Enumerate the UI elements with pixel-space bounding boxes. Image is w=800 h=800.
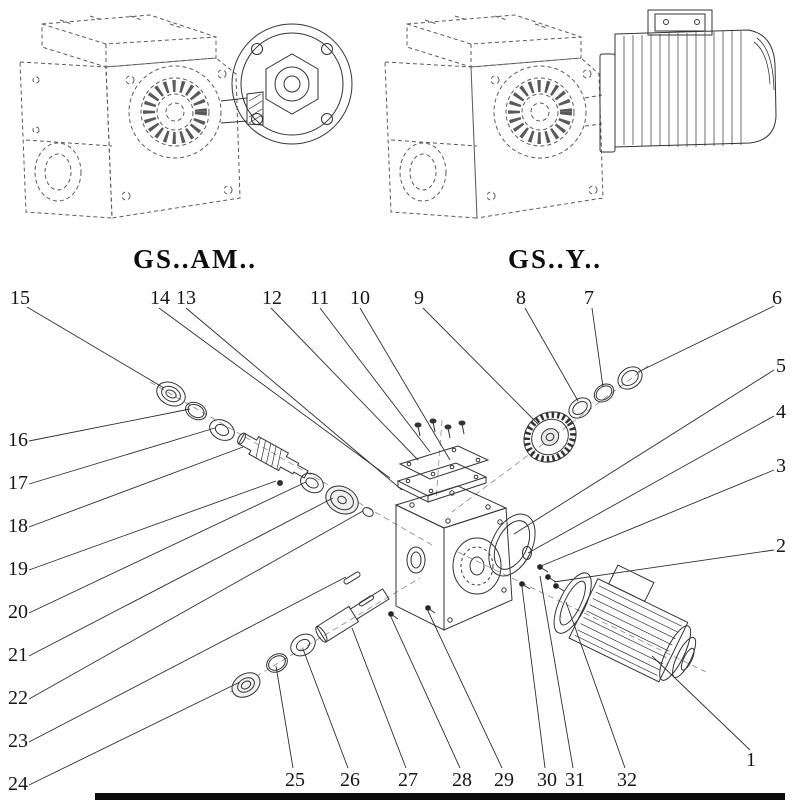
leader-line-22 [28,510,364,700]
part-number-1: 1 [746,749,756,771]
part-number-7: 7 [584,287,594,309]
assembly-axes [149,365,707,693]
worm-wheel-21 [325,485,359,515]
leader-line-5 [513,369,775,535]
leader-line-26 [302,648,349,769]
part-number-25: 25 [285,769,305,791]
leader-line-15 [26,306,165,389]
oil-seal-24 [231,672,261,698]
worm-shaft-18 [237,432,309,479]
bearing-17 [209,419,235,441]
part-number-5: 5 [776,355,786,377]
exploded-motor-1 [553,564,697,683]
bearing-20 [300,472,324,494]
leader-line-10 [359,307,451,461]
leader-line-18 [28,446,244,528]
part-number-27: 27 [398,769,418,791]
leader-line-25 [275,665,294,769]
right-gearbox-phantom [384,14,604,219]
spacer-ring-22 [362,507,374,517]
leader-line-7 [591,307,604,388]
part-number-3: 3 [776,455,786,477]
part-number-24: 24 [8,773,28,795]
adapter-ring-5 [488,513,536,577]
part-number-22: 22 [8,687,28,709]
leader-line-3 [540,469,775,567]
part-number-13: 13 [176,287,196,309]
oil-seal-15 [156,381,186,407]
ring-8 [568,397,592,419]
leader-line-14 [158,307,391,479]
part-number-4: 4 [776,401,786,423]
cover-plate [396,462,488,503]
part-number-11: 11 [310,287,330,309]
leader-line-23 [28,576,347,743]
part-number-6: 6 [772,287,782,309]
leader-line-2 [553,549,775,583]
part-number-32: 32 [617,769,637,791]
part-number-20: 20 [8,601,28,623]
leader-line-11 [319,307,431,453]
shaft-screws-28-29 [388,605,436,620]
bearing-26 [290,633,316,657]
page-bottom-bar [95,793,785,800]
snap-ring-16 [185,401,207,421]
key-23 [343,571,361,585]
part-number-10: 10 [350,287,370,309]
leader-line-19 [28,480,277,571]
leader-line-13 [185,307,403,491]
snap-ring-7 [593,383,615,403]
leader-line-21 [28,497,334,657]
leader-line-30 [521,586,546,769]
part-number-9: 9 [414,287,424,309]
part-number-23: 23 [8,730,28,752]
model-label-left: GS..AM.. [133,244,257,274]
model-label-right: GS..Y.. [507,244,603,274]
leader-lines [26,305,775,786]
leader-line-29 [427,610,503,769]
cover-bolts [414,418,466,439]
small-fasteners-2-3-4 [519,546,565,592]
part-number-18: 18 [8,515,28,537]
leader-line-20 [28,481,307,614]
part-number-30: 30 [537,769,557,791]
leader-line-24 [28,681,241,786]
snap-ring-25 [266,653,288,673]
leader-line-17 [28,427,216,485]
part-number-12: 12 [262,287,282,309]
leader-line-1 [651,655,751,751]
leader-line-6 [637,305,775,373]
part-number-31: 31 [565,769,585,791]
leader-line-8 [524,307,579,402]
leader-line-9 [422,307,539,425]
leader-line-32 [565,601,626,769]
leader-line-12 [270,307,419,461]
leader-line-31 [539,575,574,769]
left-gearbox-phantom [19,14,241,219]
leader-line-28 [390,616,461,769]
gear-housing [394,485,513,631]
part-number-2: 2 [776,535,786,557]
part-number-16: 16 [8,429,28,451]
part-number-28: 28 [452,769,472,791]
part-number-29: 29 [494,769,514,791]
part-number-21: 21 [8,644,28,666]
leader-line-27 [351,627,407,769]
leader-line-4 [527,415,775,554]
part-number-19: 19 [8,558,28,580]
part-number-14: 14 [150,287,170,309]
right-motor [599,9,777,153]
output-shaft-27 [315,588,390,643]
part-number-26: 26 [340,769,360,791]
part-number-15: 15 [10,287,30,309]
part-number-17: 17 [8,472,28,494]
left-output-flange [220,23,353,145]
leader-line-16 [28,408,191,442]
pin-19 [277,480,283,486]
part-number-8: 8 [516,287,526,309]
